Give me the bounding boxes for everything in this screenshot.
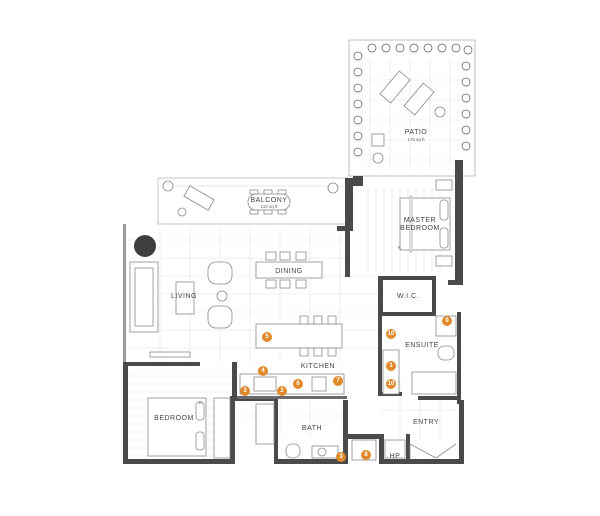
svg-text:1: 1 xyxy=(389,363,393,369)
room-labels: MASTER BEDROOM K. DINING LIVING W.I.C. E… xyxy=(154,217,440,460)
svg-text:8: 8 xyxy=(364,452,368,458)
bedroom-furniture xyxy=(147,397,231,459)
marker-island: 5 xyxy=(262,332,272,342)
balcony: BALCONY 110 sq ft xyxy=(157,177,349,225)
appliance-markers: 5 4 3 2 6 7 3 8 xyxy=(240,316,452,462)
hp-label: HP xyxy=(390,453,401,460)
patio-label: PATIO xyxy=(405,129,428,136)
svg-text:9: 9 xyxy=(445,318,449,324)
master-bedroom-label-2: BEDROOM xyxy=(400,225,440,232)
living-furniture xyxy=(129,235,345,395)
svg-text:10: 10 xyxy=(388,381,395,387)
entry-label: ENTRY xyxy=(413,419,439,426)
patio: PATIO 175 sq ft xyxy=(348,39,476,177)
svg-text:3: 3 xyxy=(339,454,343,460)
svg-text:4: 4 xyxy=(261,368,265,374)
living-label: LIVING xyxy=(171,293,197,300)
marker-ensuite-lower: 10 xyxy=(386,379,396,389)
marker-ensuite-right: 9 xyxy=(442,316,452,326)
svg-text:6: 6 xyxy=(296,381,300,387)
svg-text:5: 5 xyxy=(265,334,269,340)
marker-ensuite-fridge: 1 xyxy=(386,361,396,371)
balcony-label: BALCONY xyxy=(251,197,288,204)
marker-ensuite-upper: 10 xyxy=(386,329,396,339)
patio-area: 175 sq ft xyxy=(407,137,425,142)
marker-laundry: 8 xyxy=(361,450,371,460)
balcony-area: 110 sq ft xyxy=(261,204,279,209)
marker-kitchen-top: 4 xyxy=(258,366,268,376)
walls xyxy=(123,160,464,464)
master-bedroom-label-1: MASTER xyxy=(404,217,436,224)
marker-kitchen-sink: 6 xyxy=(293,379,303,389)
bath-fixtures xyxy=(255,403,457,461)
wic-label: W.I.C. xyxy=(397,293,419,300)
master-furniture xyxy=(399,179,453,267)
svg-text:3: 3 xyxy=(243,388,247,394)
svg-text:2: 2 xyxy=(280,388,284,394)
bedroom-closet-label: K. xyxy=(199,400,203,405)
marker-bath: 3 xyxy=(336,452,346,462)
marker-kitchen-left: 3 xyxy=(240,386,250,396)
bath-label: BATH xyxy=(302,425,322,432)
dining-label: DINING xyxy=(275,268,303,275)
svg-text:7: 7 xyxy=(336,378,340,384)
marker-kitchen-mid: 2 xyxy=(277,386,287,396)
ensuite-label: ENSUITE xyxy=(405,342,439,349)
bedroom-label: BEDROOM xyxy=(154,415,194,422)
master-closet-label: K. xyxy=(398,245,402,250)
marker-kitchen-right: 7 xyxy=(333,376,343,386)
svg-text:10: 10 xyxy=(388,331,395,337)
kitchen-label: KITCHEN xyxy=(301,363,335,370)
